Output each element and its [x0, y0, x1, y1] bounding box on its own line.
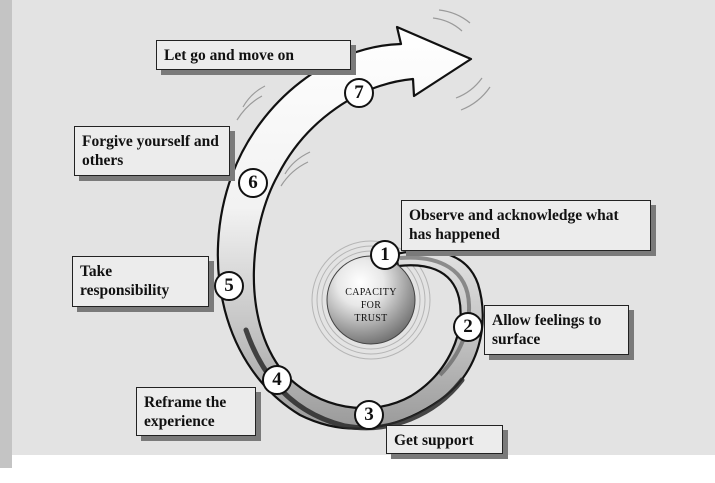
step-badge-4: 4 — [262, 365, 292, 395]
step-label-2: Allow feelings to surface — [484, 305, 629, 355]
core-line-2: FOR — [360, 300, 382, 311]
step-label-3: Get support — [386, 425, 503, 454]
step-label-5: Take responsibility — [72, 256, 209, 307]
spiral-arrow — [216, 25, 484, 430]
step-label-1: Observe and acknowledge what has happene… — [401, 200, 651, 251]
left-rule — [0, 0, 12, 468]
core-line-1: CAPACITY — [345, 287, 397, 298]
step-label-4: Reframe the experience — [136, 387, 256, 436]
step-badge-2: 2 — [453, 312, 483, 342]
step-badge-1: 1 — [370, 240, 400, 270]
step-badge-3: 3 — [354, 400, 384, 430]
spiral-inner-shade — [399, 255, 472, 377]
step-label-7: Let go and move on — [156, 40, 351, 70]
step-badge-5: 5 — [214, 271, 244, 301]
core-line-3: TRUST — [354, 313, 388, 324]
step-badge-7: 7 — [344, 78, 374, 108]
core-label: CAPACITY FOR TRUST — [341, 286, 401, 325]
step-label-6: Forgive yourself and others — [74, 126, 230, 176]
step-badge-6: 6 — [238, 168, 268, 198]
motion-lines — [236, 9, 491, 187]
